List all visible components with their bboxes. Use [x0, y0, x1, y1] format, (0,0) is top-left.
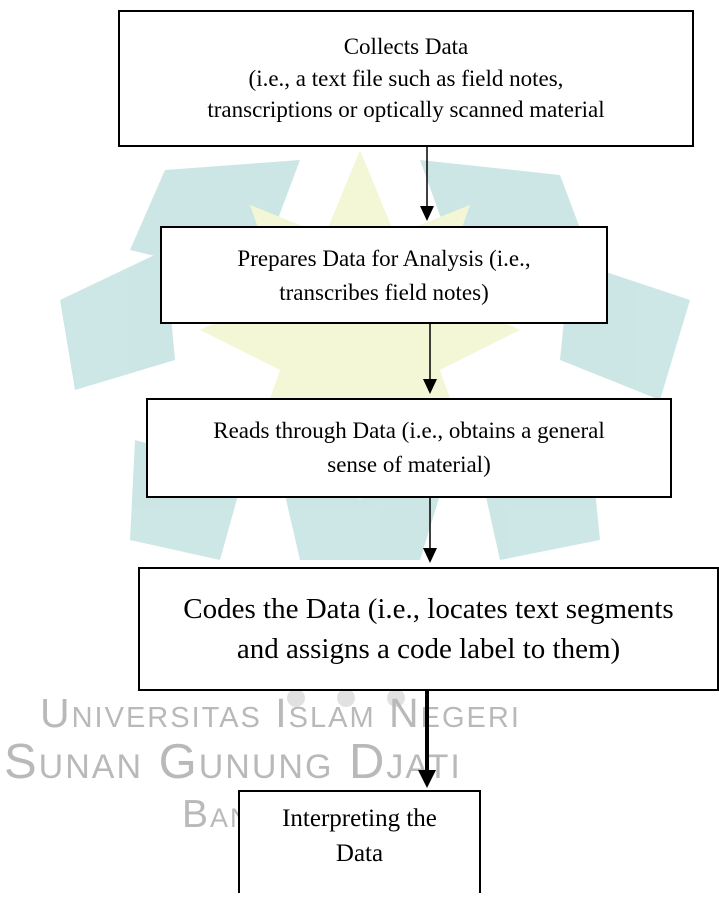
step-interpreting-the-data: Interpreting the Data	[238, 790, 481, 893]
step-3-line-2: sense of material)	[327, 452, 491, 477]
step-1-line-1: Collects Data	[343, 33, 469, 59]
step-1-line-3: transcriptions or optically scanned mate…	[207, 97, 605, 123]
step-prepares-data: Prepares Data for Analysis (i.e., transc…	[160, 226, 608, 324]
step-5-line-2: Data	[335, 839, 384, 867]
step-2-line-1: Prepares Data for Analysis (i.e.,	[237, 245, 531, 271]
step-3-line-1: Reads through Data (i.e., obtains a gene…	[213, 417, 605, 443]
step-reads-through-data: Reads through Data (i.e., obtains a gene…	[146, 398, 672, 498]
step-1-line-2: (i.e., a text file such as field notes,	[248, 65, 564, 91]
watermark-campus-name: Sunan Gunung Djati	[4, 735, 462, 789]
step-2-line-2: transcribes field notes)	[279, 280, 489, 305]
arrow-2-to-3	[423, 324, 437, 394]
watermark-university-name: Universitas Islam Negeri	[40, 690, 521, 736]
arrow-3-to-4	[423, 498, 437, 563]
step-5-line-1: Interpreting the	[282, 805, 437, 832]
step-4-line-1: Codes the Data (i.e., locates text segme…	[183, 592, 674, 625]
arrow-4-to-5	[418, 691, 436, 788]
step-collects-data: Collects Data (i.e., a text file such as…	[118, 10, 694, 147]
arrow-1-to-2	[420, 147, 434, 221]
step-4-line-2: and assigns a code label to them)	[236, 633, 621, 665]
step-codes-the-data: Codes the Data (i.e., locates text segme…	[138, 567, 719, 691]
